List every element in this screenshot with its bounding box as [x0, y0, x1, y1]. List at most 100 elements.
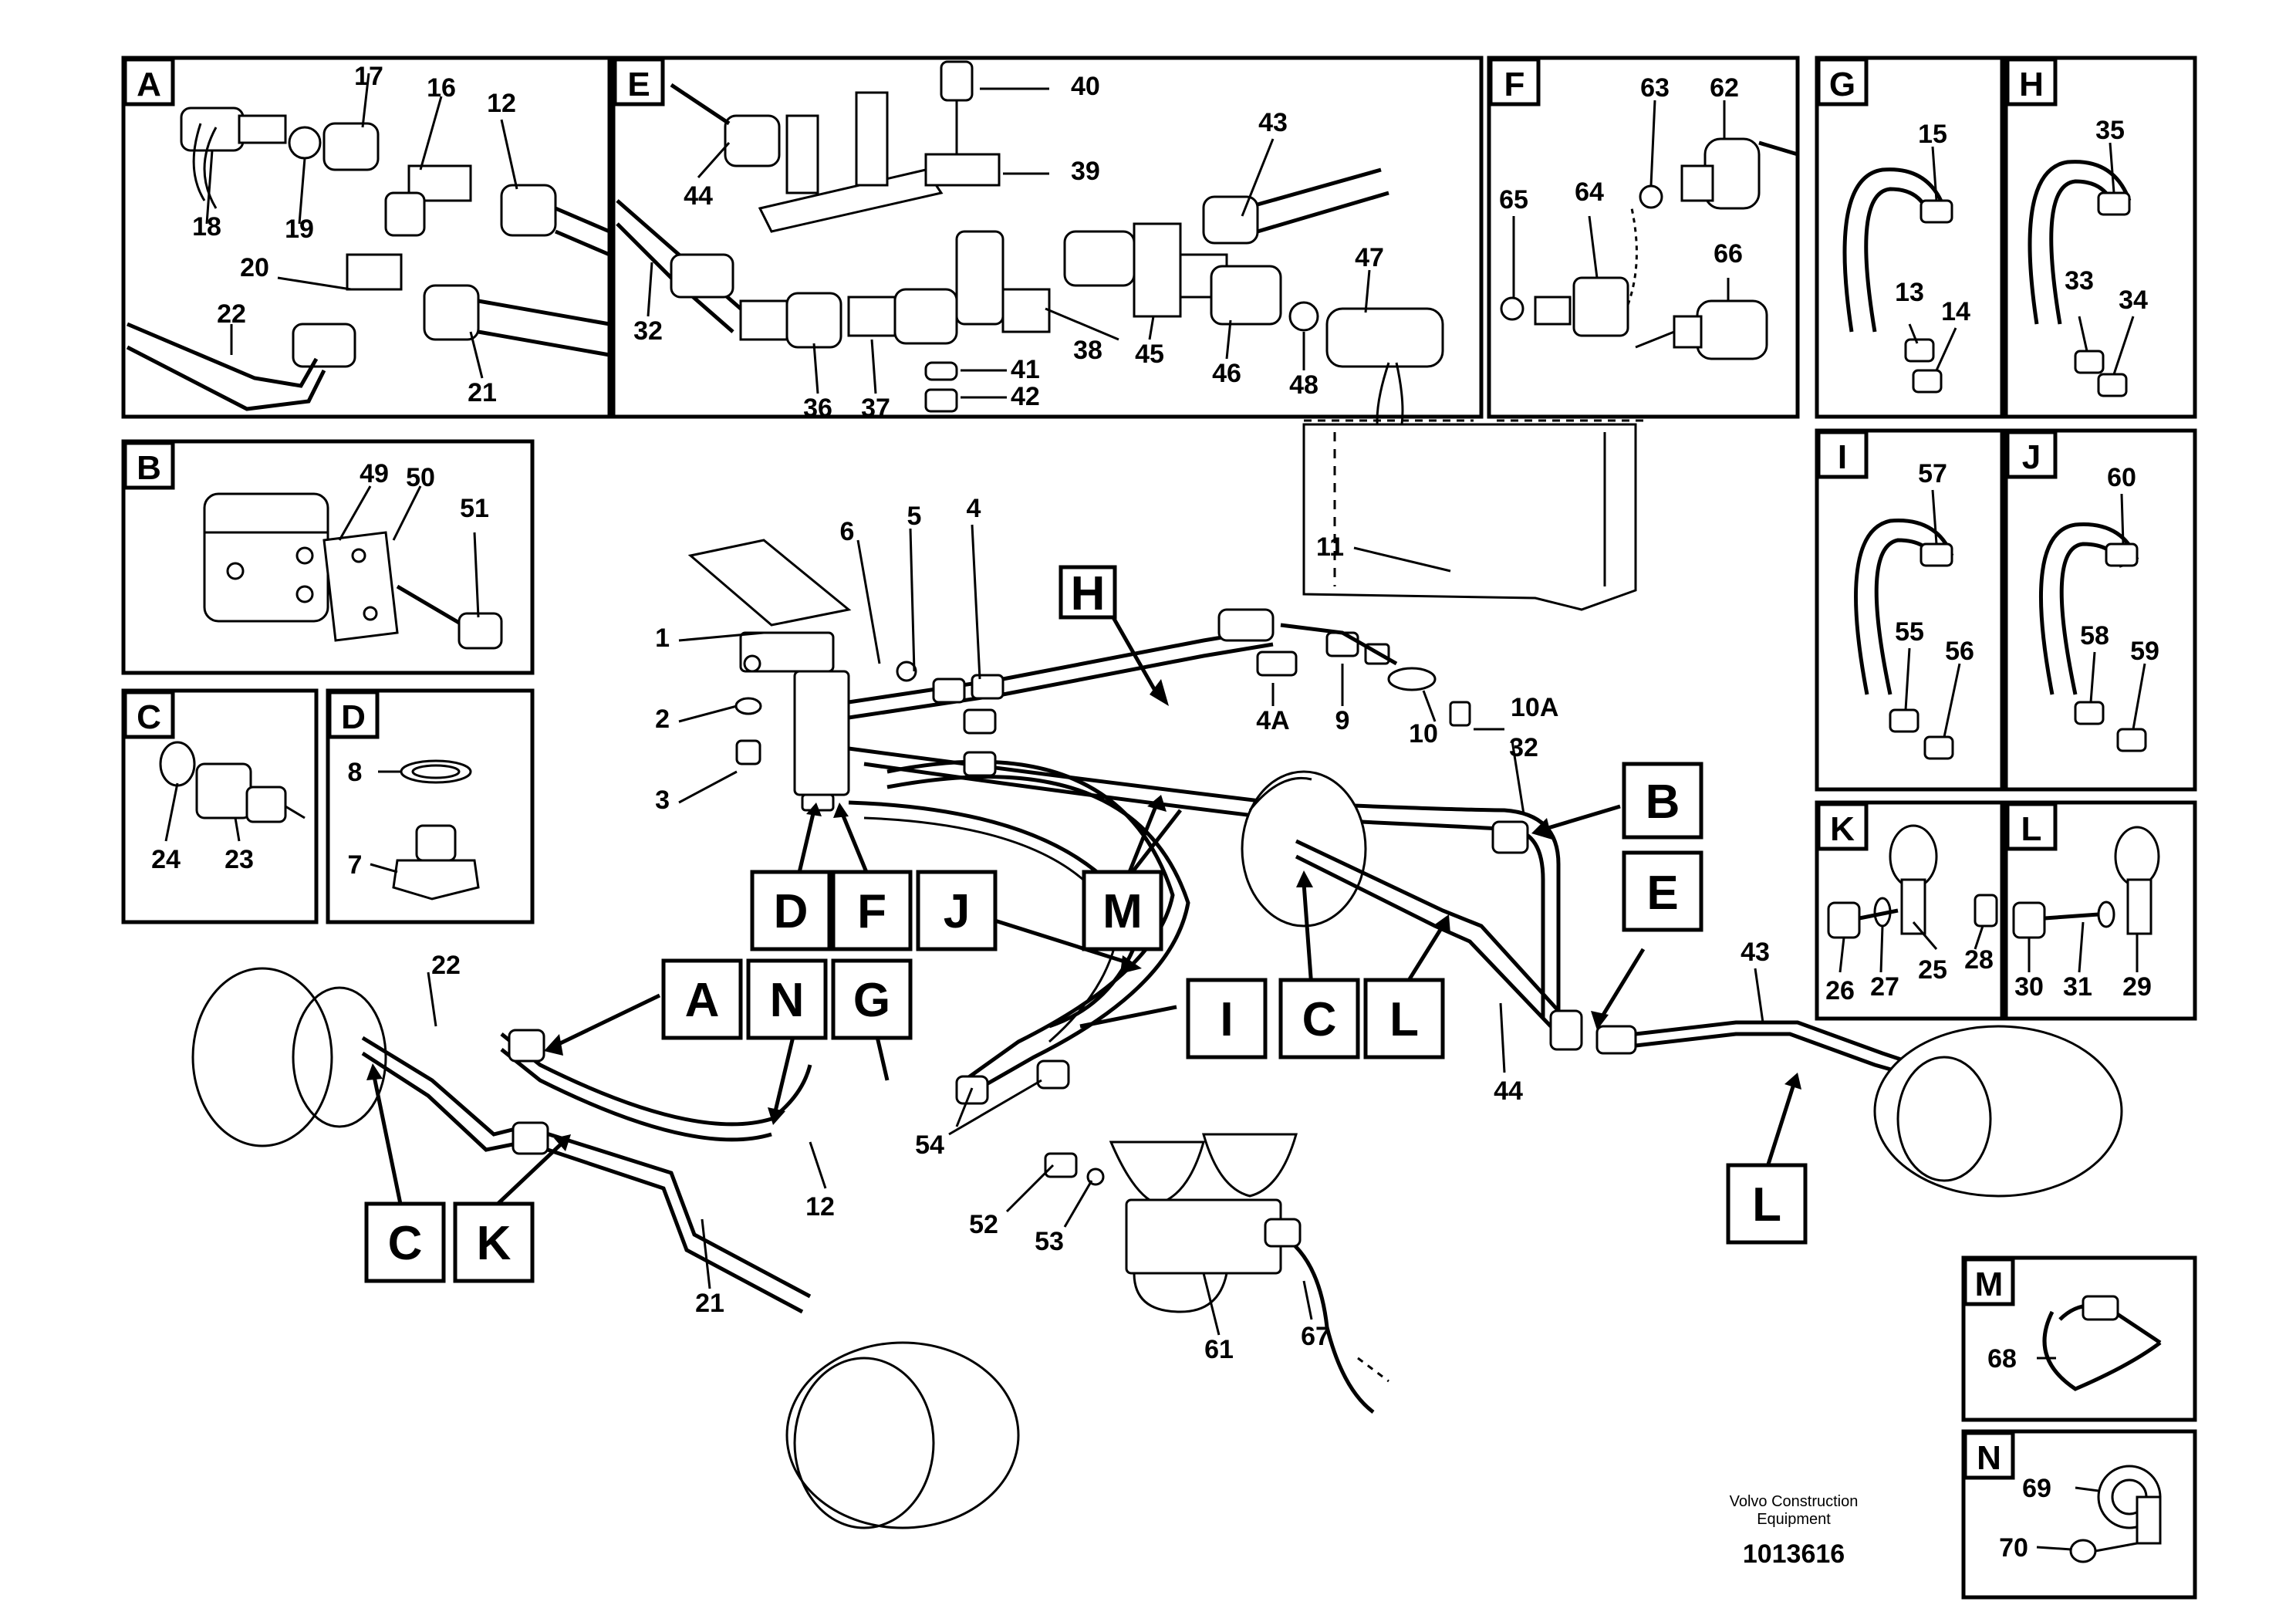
part-number: 43 [1258, 108, 1288, 137]
part-number: 1 [655, 623, 670, 653]
part-number: 56 [1945, 637, 1974, 666]
part-number: 27 [1870, 972, 1899, 1002]
part-number: 50 [406, 463, 435, 492]
callout-letter: G [853, 974, 890, 1027]
part-number: 62 [1710, 73, 1739, 103]
callout-letter: K [477, 1217, 512, 1270]
panel-c: C 24 23 [121, 688, 319, 924]
part-number: 57 [1918, 459, 1947, 488]
part-number: 12 [487, 89, 516, 118]
part-number: 25 [1918, 955, 1947, 985]
part-number: 10A [1511, 693, 1558, 722]
part-number: 67 [1301, 1322, 1330, 1351]
panel-l: L 30 31 29 [2004, 800, 2197, 1021]
part-number: 68 [1987, 1344, 2017, 1374]
part-number: 14 [1941, 297, 1970, 326]
part-number: 10 [1409, 719, 1438, 748]
part-number: 4A [1256, 706, 1289, 735]
part-number: 4 [967, 494, 981, 523]
panel-h: H 35 33 34 [2004, 56, 2197, 419]
panel-letter: L [2021, 810, 2042, 848]
part-number: 63 [1640, 73, 1670, 103]
panel-a: A 17 16 12 18 19 20 22 21 [121, 56, 612, 419]
callouts: H B E D F J M A N G I C L C K L [364, 565, 1808, 1283]
panel-letter: F [1504, 66, 1525, 103]
panel-letter: J [2022, 438, 2041, 476]
part-number: 33 [2065, 266, 2094, 296]
callout-letter: H [1071, 567, 1106, 620]
part-number: 12 [805, 1192, 835, 1222]
panel-letter: H [2019, 66, 2044, 103]
part-number: 44 [1494, 1076, 1523, 1106]
part-number: 2 [655, 705, 670, 734]
part-number: 15 [1918, 120, 1947, 149]
part-number: 24 [151, 845, 181, 874]
part-number: 21 [695, 1289, 724, 1318]
panel-letter: M [1975, 1265, 2004, 1303]
part-number: 13 [1895, 278, 1924, 307]
part-number: 5 [907, 502, 922, 531]
callout-letter: N [770, 974, 805, 1027]
part-number: 20 [240, 253, 269, 282]
part-number: 40 [1071, 72, 1100, 101]
panel-letter: D [341, 698, 366, 736]
part-number: 26 [1825, 976, 1855, 1005]
panel-letter: N [1977, 1439, 2001, 1477]
part-number: 54 [915, 1130, 944, 1160]
part-number: 9 [1335, 706, 1350, 735]
part-number: 46 [1212, 359, 1241, 388]
panel-letter: E [627, 66, 650, 103]
panel-letter: B [137, 449, 161, 487]
part-number: 45 [1135, 340, 1164, 369]
part-number: 37 [861, 394, 890, 423]
panel-letter: K [1830, 810, 1855, 848]
footer: Volvo Construction Equipment 1013616 [1730, 1493, 1859, 1569]
panel-b: B 49 50 51 [121, 439, 535, 675]
callout-letter: M [1102, 885, 1143, 938]
part-number: 51 [460, 494, 489, 523]
part-number: 49 [360, 459, 389, 488]
part-number: 22 [217, 299, 246, 329]
part-number: 48 [1289, 370, 1319, 400]
callout-letter: D [774, 885, 809, 938]
callout-letter: I [1220, 993, 1233, 1046]
part-number: 61 [1204, 1335, 1234, 1364]
callout-letter: C [1302, 993, 1337, 1046]
callout-letter: E [1646, 867, 1678, 920]
part-number: 36 [803, 394, 832, 423]
part-number: 41 [1011, 355, 1040, 384]
panel-g: G 15 13 14 [1815, 56, 2004, 419]
part-number: 58 [2080, 621, 2109, 650]
callout-letter: A [685, 974, 720, 1027]
footer-company-line2: Equipment [1757, 1511, 1831, 1528]
part-number: 64 [1575, 177, 1604, 207]
part-number: 19 [285, 215, 314, 244]
part-number: 42 [1011, 382, 1040, 411]
part-number: 53 [1035, 1227, 1064, 1256]
part-number: 29 [2122, 972, 2152, 1002]
part-number: 7 [348, 850, 363, 880]
part-number: 55 [1895, 617, 1924, 647]
panel-m: M 68 [1961, 1255, 2197, 1422]
part-number: 30 [2014, 972, 2044, 1002]
panel-n: N 69 70 [1961, 1429, 2197, 1600]
part-number: 59 [2130, 637, 2159, 666]
part-number: 70 [1999, 1533, 2028, 1563]
callout-letter: C [388, 1217, 423, 1270]
part-number: 38 [1073, 336, 1102, 365]
panel-d: D 8 7 [326, 688, 535, 924]
main-assembly: 6 5 4 1 2 3 11 4A 9 10 10A 32 22 12 54 5… [191, 419, 2123, 1529]
panel-e: E [611, 56, 1484, 458]
part-number: 32 [1509, 733, 1538, 762]
part-number: 17 [354, 62, 383, 91]
part-number: 69 [2022, 1474, 2051, 1503]
panel-k: K 26 27 25 28 [1815, 800, 2004, 1021]
part-number: 6 [840, 517, 855, 546]
callout-letter: B [1646, 776, 1680, 829]
callout-letter: J [944, 885, 970, 938]
part-number: 31 [2063, 972, 2092, 1002]
part-number: 60 [2107, 463, 2136, 492]
panel-letter: I [1838, 438, 1847, 476]
part-number: 16 [427, 73, 456, 103]
